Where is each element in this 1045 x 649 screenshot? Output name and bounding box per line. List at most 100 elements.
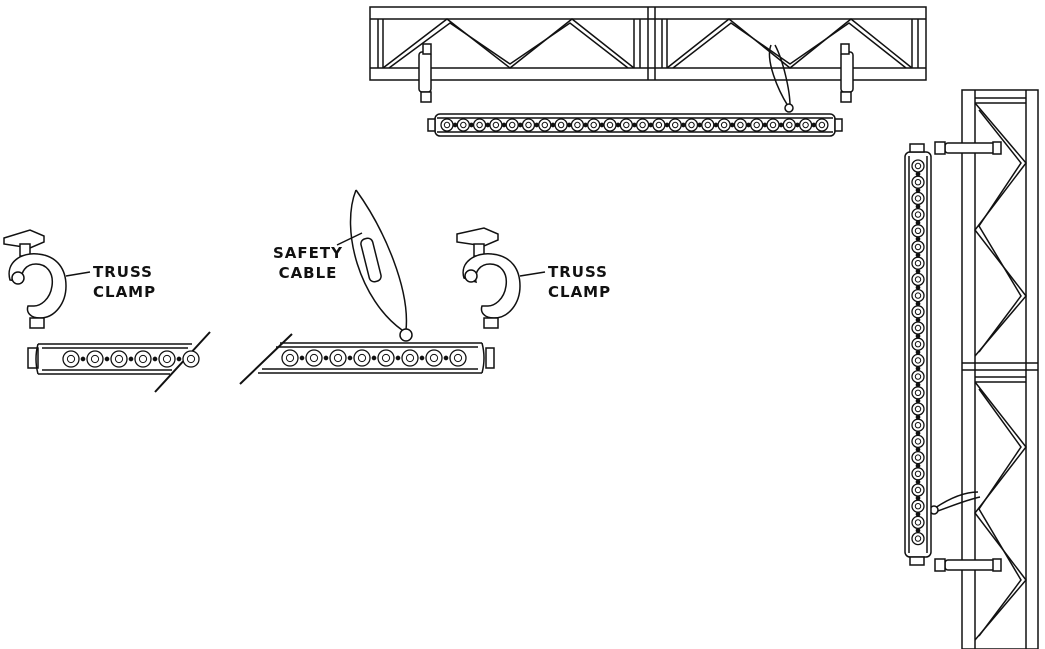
- truss-clamp-label-left-line1: TRUSS: [93, 263, 153, 281]
- led-separator-dot: [347, 355, 353, 361]
- led-emitter: [911, 353, 925, 368]
- led-separator-dot: [452, 122, 458, 128]
- led-separator-dot: [915, 236, 921, 242]
- led-lens: [914, 292, 922, 299]
- led-emitter: [401, 349, 419, 367]
- led-emitter: [538, 118, 552, 132]
- left-light-bar: [27, 331, 211, 393]
- led-separator-dot: [152, 356, 158, 362]
- led-separator-dot: [915, 301, 921, 307]
- led-emitter: [305, 349, 323, 367]
- led-separator-dot: [128, 356, 134, 362]
- led-emitter: [554, 118, 568, 132]
- led-separator-dot: [176, 356, 182, 362]
- led-emitter: [158, 350, 176, 368]
- led-separator-dot: [395, 355, 401, 361]
- led-emitter: [911, 434, 925, 449]
- led-lens: [590, 121, 597, 129]
- led-separator-dot: [632, 122, 637, 128]
- led-emitter: [110, 350, 128, 368]
- led-emitter: [489, 118, 503, 132]
- led-lens: [66, 354, 76, 364]
- led-lens: [914, 341, 922, 348]
- led-lens: [453, 353, 463, 363]
- led-emitter: [782, 118, 796, 132]
- vertical-bottom-clamp: [934, 558, 1002, 572]
- led-separator-dot: [104, 356, 110, 362]
- led-emitter: [733, 118, 748, 132]
- led-separator-dot: [915, 414, 921, 420]
- led-lens: [914, 535, 922, 542]
- led-separator-dot: [371, 355, 377, 361]
- led-lens: [525, 121, 532, 129]
- led-emitter: [353, 349, 371, 367]
- led-lens: [914, 243, 922, 251]
- led-separator-dot: [762, 122, 768, 128]
- truss-clamp-label-right-line1: TRUSS: [548, 263, 608, 281]
- middle-light-bar: [239, 333, 495, 385]
- led-lens: [381, 353, 391, 363]
- led-lens: [802, 121, 809, 129]
- led-separator-dot: [746, 122, 751, 128]
- led-lens: [914, 162, 922, 170]
- led-emitter: [329, 349, 347, 367]
- led-emitter: [717, 118, 731, 132]
- led-emitter: [911, 418, 925, 432]
- led-lens: [688, 121, 695, 129]
- led-separator-dot: [583, 122, 588, 128]
- led-lens: [914, 324, 922, 332]
- led-emitter: [911, 450, 925, 465]
- led-separator-dot: [915, 204, 921, 209]
- led-lens: [914, 470, 922, 477]
- truss-clamp-label-right-line2: CLAMP: [548, 283, 612, 301]
- led-separator-dot: [915, 463, 921, 469]
- led-emitter: [377, 349, 395, 367]
- led-lens: [914, 195, 922, 202]
- led-separator-dot: [915, 366, 921, 371]
- led-separator-dot: [518, 122, 523, 128]
- top-led-row: [440, 118, 829, 132]
- led-emitter: [570, 118, 585, 132]
- led-lens: [786, 121, 793, 129]
- led-emitter: [505, 118, 519, 132]
- led-separator-dot: [443, 355, 449, 361]
- led-lens: [914, 454, 922, 461]
- led-emitter: [635, 118, 650, 132]
- led-separator-dot: [566, 122, 572, 128]
- safety-cable-label-line1: SAFETY: [273, 244, 343, 262]
- led-lens: [914, 227, 922, 235]
- led-emitter: [911, 402, 925, 416]
- truss-clamp-label-right: TRUSS CLAMP: [548, 262, 611, 302]
- led-lens: [623, 121, 630, 129]
- led-lens: [162, 354, 172, 364]
- led-emitter: [701, 118, 715, 132]
- led-lens: [138, 354, 148, 364]
- led-lens: [914, 405, 922, 413]
- led-emitter: [911, 467, 925, 481]
- middle-led-row: [281, 349, 467, 367]
- led-lens: [914, 422, 922, 429]
- led-separator-dot: [915, 285, 921, 290]
- led-emitter: [911, 256, 925, 270]
- led-lens: [492, 121, 500, 129]
- led-emitter: [911, 288, 925, 303]
- led-separator-dot: [550, 122, 556, 128]
- led-lens: [704, 121, 711, 129]
- led-lens: [914, 276, 922, 283]
- led-emitter: [911, 531, 925, 546]
- led-lens: [557, 121, 565, 129]
- led-separator-dot: [419, 355, 425, 361]
- led-separator-dot: [915, 252, 921, 258]
- safety-callout-leader: [336, 232, 363, 246]
- truss-clamp-label-left-line2: CLAMP: [93, 283, 157, 301]
- led-emitter: [911, 321, 925, 335]
- led-lens: [90, 354, 100, 364]
- led-emitter: [911, 207, 925, 222]
- led-lens: [460, 121, 467, 129]
- led-separator-dot: [915, 398, 921, 404]
- left-clamp-assembly: [3, 229, 211, 393]
- led-lens: [769, 121, 777, 129]
- led-emitter: [911, 240, 925, 254]
- led-lens: [914, 389, 922, 396]
- safety-cable-label-line2: CABLE: [278, 264, 338, 282]
